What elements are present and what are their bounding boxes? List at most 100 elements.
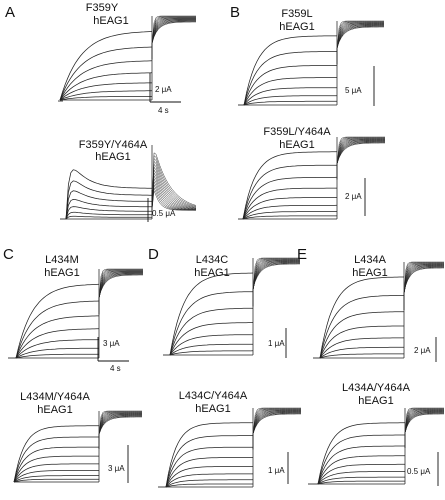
- panel-e-upper-current-traces-step-2: [319, 353, 404, 359]
- panel-d-upper-current-traces-step-5: [169, 322, 253, 356]
- panel-b-lower-current-traces-tail-4: [336, 138, 385, 180]
- panel-b: B F359L hEAG1 5 μA F359L/Y464A hEAG1 2 μ…: [230, 4, 385, 220]
- panel-e-lower-current-traces-step-6: [317, 455, 405, 485]
- panel-d-lower-current-traces-tail-5: [252, 409, 301, 450]
- panel-b-lower-current-traces-step-6: [242, 187, 337, 220]
- panel-b-lower-title-1: F359L/Y464A: [263, 126, 331, 138]
- panel-d-upper-current-traces-step-7: [169, 291, 253, 356]
- panel-c-upper-current-traces-tail-13: [98, 274, 143, 315]
- panel-letter-d: D: [148, 246, 159, 263]
- panel-d-upper-current-traces-tail-12: [252, 262, 300, 307]
- panel-b-lower-current-traces-tail-2: [336, 137, 385, 180]
- panel-c-lower-current-traces-step-6: [13, 455, 99, 483]
- panel-a-lower-current-traces-tail-4: [151, 180, 197, 211]
- panel-e-lower-current-traces-tail-13: [404, 413, 444, 448]
- panel-e-upper-current-traces-step-5: [319, 325, 404, 359]
- panel-c-upper-current-traces-tail-7: [98, 271, 143, 315]
- panel-a-lower-current-traces-step-2: [65, 215, 152, 220]
- panel-c-upper-current-traces-tail-11: [98, 273, 143, 315]
- panel-d-lower-current-traces: [165, 407, 301, 488]
- panel-b-upper-current-traces-tail-5: [336, 22, 384, 65]
- panel-b-lower-current-traces-tail-14: [336, 142, 385, 180]
- panel-e-upper-current-traces-tail-8: [403, 264, 444, 310]
- panel-e-upper-current-traces-tail-11: [403, 266, 444, 310]
- panel-b-lower-current-traces-step-2: [242, 215, 337, 220]
- panel-b-upper-current-traces-tail-6: [336, 23, 384, 65]
- panel-a-upper-current-traces-step-2: [59, 96, 152, 101]
- panel-b-upper-current-traces-step-4: [243, 87, 337, 106]
- panel-e-lower-current-traces-tail-8: [404, 410, 444, 448]
- panel-c-upper-current-traces-step-2: [15, 353, 99, 359]
- panel-c-upper-title-1: L434M: [45, 254, 79, 266]
- panel-d-lower-current-traces-step-6: [165, 457, 253, 488]
- panel-d-upper-title-2: hEAG1: [194, 267, 229, 279]
- panel-b-upper-current-traces-tail-12: [336, 25, 384, 65]
- panel-d-upper-current-traces-step-8: [169, 272, 254, 356]
- panel-b-upper-current-traces: [243, 20, 384, 106]
- panel-e-upper-current-traces-step-7: [319, 295, 404, 359]
- panel-b-upper-current-traces-tail-7: [336, 23, 384, 65]
- panel-e-lower-current-traces-tail-12: [404, 412, 444, 448]
- panel-a-upper-current-traces-tail-13: [151, 21, 196, 60]
- panel-c-upper-current-traces-step-5: [15, 328, 99, 359]
- panel-c-upper-current-traces-step-3: [15, 347, 99, 359]
- panel-d-lower: L434C/Y464A hEAG1 1 μA: [158, 390, 301, 488]
- panel-d-upper-current-traces-step-6: [169, 307, 253, 356]
- panel-a-upper-current-traces-tail-14: [151, 21, 196, 60]
- panel-d-upper-current-traces-tail-1: [252, 257, 300, 307]
- panel-b-lower-current-traces-step-4: [242, 204, 338, 220]
- panel-a-lower-current-traces-step-8: [65, 169, 152, 220]
- panel-c-lower-current-traces-tail-14: [98, 416, 142, 449]
- panel-d-upper-current-traces-step-4: [169, 334, 253, 356]
- panel-e-upper-current-traces-tail-5: [403, 263, 444, 310]
- panel-a-lower-current-traces-tail-6: [151, 175, 197, 211]
- panel-a-upper-current-traces-step-4: [59, 82, 152, 101]
- panel-b-lower-current-traces-tail-10: [336, 140, 385, 180]
- panel-d: D L434C hEAG1 1 μA L434C/Y464A hEAG1 1 μ…: [148, 246, 301, 488]
- panel-c-lower-current-traces-step-8: [13, 436, 99, 483]
- panel-b-lower-current-traces-tail-1: [336, 136, 385, 180]
- panel-b-upper-title-1: F359L: [281, 8, 312, 20]
- panel-a-lower-current-traces-tail-8: [151, 169, 197, 211]
- panel-c-lower-current-traces-tail-2: [98, 411, 142, 449]
- panel-a-upper-current-traces-tail-7: [151, 18, 196, 60]
- panel-b-upper-current-traces-tail-13: [336, 26, 384, 65]
- panel-a-lower-current-traces-step-3: [65, 211, 152, 220]
- panel-letter-c: C: [3, 246, 14, 263]
- panel-a-lower-current-traces-tail-12: [151, 157, 197, 211]
- panel-d-lower-current-traces-step-3: [165, 479, 253, 488]
- panel-b-upper-current-traces-tail-4: [336, 22, 384, 65]
- panel-c-lower-current-traces-tail-8: [98, 413, 142, 449]
- panel-c-lower-current-traces: [13, 410, 142, 483]
- panel-e-upper-title-1: L434A: [354, 254, 386, 266]
- panel-c-upper-current-traces-tail-1: [98, 268, 143, 315]
- panel-e-lower-current-traces-tail-7: [404, 410, 444, 448]
- panel-c-upper: L434M hEAG1 3 μA 4 s: [8, 254, 143, 373]
- panel-b-lower-current-traces-tail-12: [336, 141, 385, 180]
- panel-b-lower-current-scale: 2 μA: [345, 192, 362, 201]
- panel-d-lower-current-traces-tail-7: [252, 410, 301, 450]
- panel-a-upper-current-traces-step-5: [59, 72, 153, 101]
- panel-a-upper-title-1: F359Y: [86, 2, 119, 14]
- panel-a-upper: F359Y hEAG1 2 μA 4 s: [58, 2, 196, 115]
- panel-e-lower-current-traces-step-4: [317, 471, 405, 485]
- panel-c-upper-current-scale: 3 μA: [103, 339, 120, 348]
- panel-c-upper-current-traces-tail-6: [98, 271, 143, 315]
- panel-e-lower-title-2: hEAG1: [358, 395, 393, 407]
- panel-e-upper-current-traces-tail-7: [403, 264, 444, 310]
- panel-e-lower-current-traces-tail-9: [404, 411, 444, 448]
- panel-c-lower-current-traces-tail-13: [98, 416, 142, 449]
- panel-b-lower-current-traces: [242, 136, 385, 220]
- panel-c-lower-current-traces-tail-11: [98, 415, 142, 449]
- panel-c-lower-current-traces-tail-1: [98, 410, 142, 449]
- panel-e-lower-current-traces-tail-5: [404, 409, 444, 448]
- panel-b-lower-current-traces-tail-6: [336, 139, 385, 180]
- panel-e-lower-current-traces-tail-11: [404, 412, 444, 448]
- panel-a-lower-current-traces-step-6: [65, 190, 153, 220]
- panel-a-upper-current-traces-tail-5: [151, 17, 196, 60]
- panel-a-lower-current-traces-tail-5: [151, 177, 196, 211]
- panel-a-upper-current-traces-step-8: [59, 31, 153, 101]
- panel-c-upper-time-scale: 4 s: [110, 364, 121, 373]
- panel-c-lower-current-traces-tail-12: [98, 415, 142, 449]
- panel-d-lower-current-traces-tail-3: [252, 408, 301, 450]
